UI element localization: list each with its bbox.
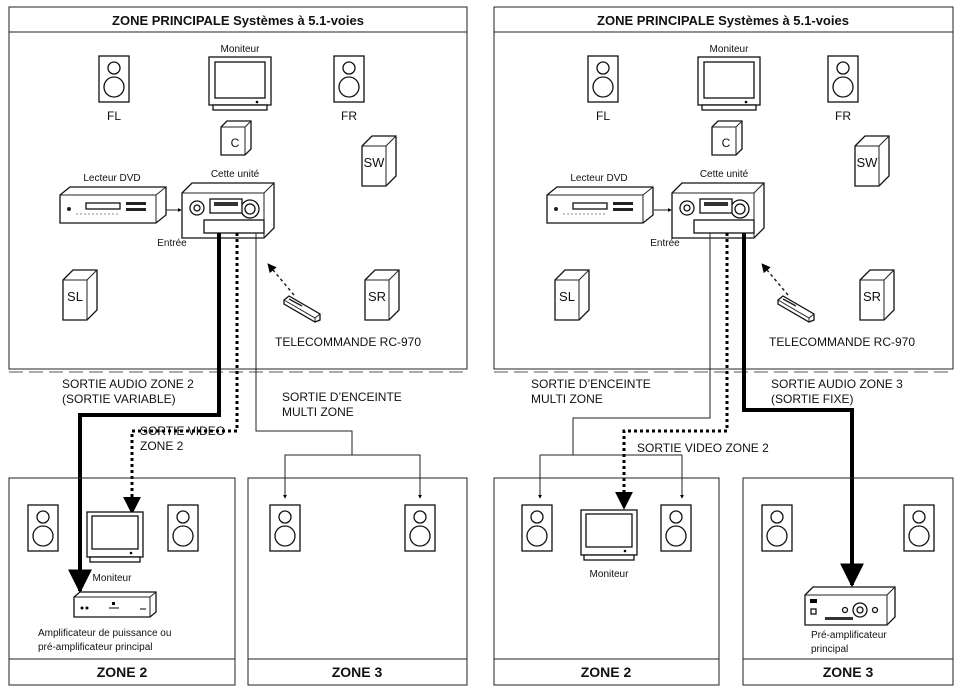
left-zone2-amplifier — [73, 591, 157, 618]
right-zone2-speaker-right — [660, 504, 692, 552]
left-entree-label: Entrée — [157, 238, 187, 249]
right-front-left-speaker — [587, 55, 619, 103]
right-video-out-label: SORTIE VIDEO ZONE 2 — [637, 441, 769, 455]
left-main-zone-frame — [8, 6, 468, 370]
right-zone2-title: ZONE 2 — [581, 664, 632, 680]
right-diagram: ZONE PRINCIPALE Systèmes à 5.1-voies FL … — [493, 6, 954, 686]
left-front-left-speaker — [98, 55, 130, 103]
right-zone3-speaker-right — [903, 504, 935, 552]
right-zone3-speaker-left — [761, 504, 793, 552]
right-audio-out-label-1: SORTIE AUDIO ZONE 3 — [771, 377, 903, 391]
right-speaker-out-label-1: SORTIE D’ENCEINTE — [531, 377, 651, 391]
left-zone3-speaker-right — [404, 504, 436, 552]
left-sw-label: SW — [364, 155, 386, 170]
right-dvd-player — [546, 186, 654, 224]
right-zone3-preamp — [804, 586, 896, 626]
left-main-monitor — [208, 56, 272, 111]
left-amp-label-2: pré-amplificateur principal — [38, 642, 153, 653]
right-remote-label: TELECOMMANDE RC-970 — [769, 335, 915, 349]
right-monitor-label: Moniteur — [710, 44, 750, 55]
right-zone3-title: ZONE 3 — [823, 664, 874, 680]
right-zone2-speaker-left — [521, 504, 553, 552]
left-audio-out-label-1: SORTIE AUDIO ZONE 2 — [62, 377, 194, 391]
left-zone2-monitor — [86, 511, 144, 563]
right-zone2-frame — [493, 477, 720, 686]
left-remote-label: TELECOMMANDE RC-970 — [275, 335, 421, 349]
left-dvd-player — [59, 186, 167, 224]
left-fl-label: FL — [107, 109, 121, 123]
left-zone2-title: ZONE 2 — [97, 664, 148, 680]
right-remote-control — [777, 295, 815, 323]
right-fl-label: FL — [596, 109, 610, 123]
right-sw-label: SW — [857, 155, 879, 170]
left-zone2-frame — [8, 477, 236, 686]
right-c-label: C — [722, 136, 731, 150]
left-zone2-video-wire — [123, 233, 239, 515]
left-zone3-title: ZONE 3 — [332, 664, 383, 680]
left-diagram: ZONE PRINCIPALE Systèmes à 5.1-voies FL … — [8, 6, 468, 686]
right-zone2-monitor-label: Moniteur — [590, 569, 630, 580]
right-audio-out-label-2: (SORTIE FIXE) — [771, 392, 853, 406]
left-speaker-out-label-2: MULTI ZONE — [282, 405, 354, 419]
left-monitor-label: Moniteur — [221, 44, 261, 55]
left-sr-label: SR — [368, 289, 386, 304]
left-amp-label-1: Amplificateur de puissance ou — [38, 628, 171, 639]
right-preamp-label-2: principal — [811, 644, 848, 655]
left-zone3-speaker-left — [269, 504, 301, 552]
right-main-monitor — [697, 56, 761, 111]
left-zone3-frame — [247, 477, 468, 686]
right-fr-label: FR — [835, 109, 851, 123]
right-main-zone-title: ZONE PRINCIPALE Systèmes à 5.1-voies — [597, 13, 849, 28]
left-av-receiver — [181, 182, 275, 239]
right-front-right-speaker — [827, 55, 859, 103]
right-dvd-label: Lecteur DVD — [570, 173, 627, 184]
left-unit-label: Cette unité — [211, 169, 260, 180]
left-front-right-speaker — [333, 55, 365, 103]
left-remote-control — [283, 295, 321, 323]
right-main-zone-frame — [493, 6, 954, 370]
left-main-zone-title: ZONE PRINCIPALE Systèmes à 5.1-voies — [112, 13, 364, 28]
left-fr-label: FR — [341, 109, 357, 123]
left-multizone-speaker-wire — [255, 233, 353, 455]
left-zone3-speaker-split — [284, 454, 421, 497]
left-zone2-speaker-right — [167, 504, 199, 552]
left-zone2-audio-wire — [68, 233, 221, 594]
right-zone2-video-wire — [615, 233, 729, 510]
left-video-out-label-2: ZONE 2 — [140, 439, 184, 453]
left-audio-out-label-2: (SORTIE VARIABLE) — [62, 392, 176, 406]
right-entree-label: Entrée — [650, 238, 680, 249]
right-zone2-monitor — [580, 509, 638, 561]
right-sr-label: SR — [863, 289, 881, 304]
right-multizone-speaker-wire — [572, 233, 711, 455]
right-zone3-frame — [742, 477, 954, 686]
left-c-label: C — [231, 136, 240, 150]
right-speaker-out-label-2: MULTI ZONE — [531, 392, 603, 406]
right-zone3-audio-wire — [742, 233, 864, 588]
right-sl-label: SL — [559, 289, 575, 304]
left-zone2-speaker-left — [27, 504, 59, 552]
left-dvd-label: Lecteur DVD — [83, 173, 140, 184]
right-av-receiver — [671, 182, 765, 239]
left-sl-label: SL — [67, 289, 83, 304]
left-speaker-out-label-1: SORTIE D’ENCEINTE — [282, 390, 402, 404]
left-zone2-monitor-label: Moniteur — [93, 573, 133, 584]
right-unit-label: Cette unité — [700, 169, 749, 180]
right-preamp-label-1: Pré-amplificateur — [811, 630, 887, 641]
